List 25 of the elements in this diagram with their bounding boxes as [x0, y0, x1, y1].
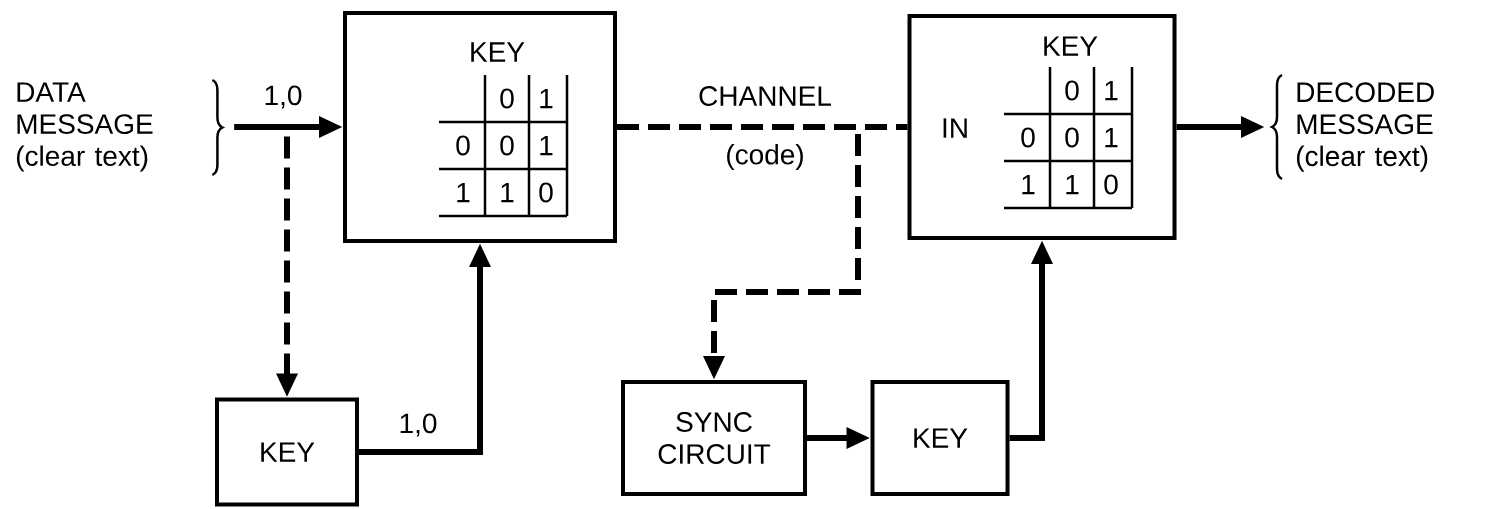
table-cell: 0 — [1065, 127, 1079, 148]
message-text: DECODED MESSAGE (clear text) — [1296, 82, 1434, 172]
table-cell: 0 — [500, 135, 514, 156]
process-box: KEY — [215, 397, 359, 507]
edge-label: 1,0 — [262, 84, 304, 110]
table-cell: 0 — [1104, 174, 1118, 195]
table-cell: 1 — [457, 182, 470, 203]
table-cell: 1 — [1105, 80, 1118, 101]
table-cell: 0 — [1065, 80, 1079, 101]
edge-label: CHANNEL — [697, 85, 833, 107]
process-box: KEY — [870, 380, 1010, 496]
table-cell: 1 — [1022, 174, 1035, 195]
table-cell: 0 — [539, 182, 553, 203]
text-label: (code) — [727, 143, 803, 171]
edge-label: 1,0 — [397, 412, 439, 438]
message-text: DATA MESSAGE (clear text) — [16, 82, 153, 172]
process-box: SYNC CIRCUIT — [621, 380, 807, 496]
table-cell: 1 — [1066, 174, 1079, 195]
table-cell: 0 — [500, 88, 514, 109]
table-cell: 1 — [540, 88, 553, 109]
table-cell: 1 — [501, 182, 514, 203]
table-cell: 0 — [1021, 127, 1035, 148]
table-cell: 1 — [540, 135, 553, 156]
table-cell: 1 — [1105, 127, 1118, 148]
table-cell: 0 — [456, 135, 470, 156]
